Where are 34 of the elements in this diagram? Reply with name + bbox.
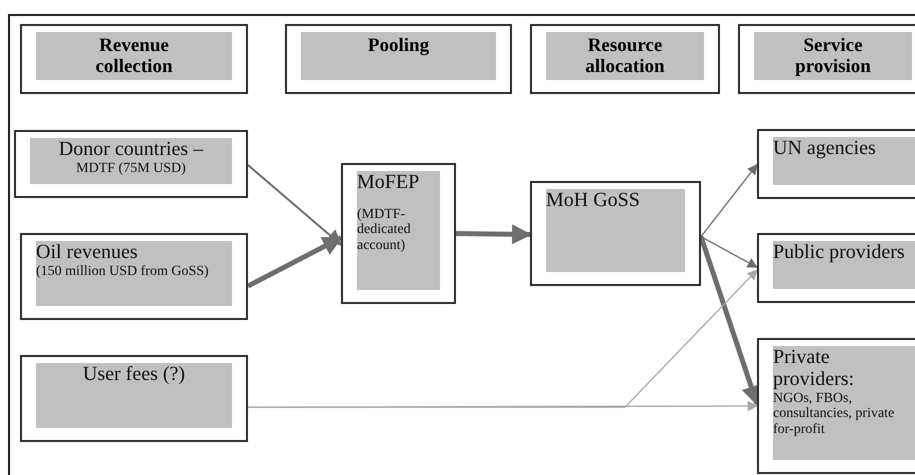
- stage-title: Pooling: [366, 36, 430, 57]
- arrow: [700, 164, 758, 238]
- node-detail: (MDTF-dedicated account): [357, 207, 412, 254]
- arrow: [246, 236, 343, 288]
- node-detail: MDTF (75M USD): [76, 161, 186, 176]
- node-title: UN agencies: [773, 137, 877, 159]
- node-title: Public providers: [773, 241, 906, 263]
- stage-header-box: [285, 24, 512, 94]
- node-detail: (150 million USD from GoSS): [36, 264, 210, 280]
- process-box: [20, 233, 248, 320]
- node-title: MoFEP: [357, 171, 420, 193]
- process-box: [757, 338, 915, 474]
- node-title: MoH GoSS: [546, 189, 641, 211]
- process-box: [757, 233, 915, 303]
- stage-header-box: [530, 24, 720, 94]
- node-title: Private providers:: [773, 346, 856, 390]
- arrow: [456, 224, 532, 244]
- arrow: [247, 164, 342, 246]
- arrow: [248, 269, 758, 408]
- node-title: Donor countries –: [58, 138, 204, 160]
- node-detail: NGOs, FBOs, consultancies, private for-profit: [773, 391, 896, 438]
- process-box: [341, 163, 456, 304]
- node-title: User fees (?): [82, 363, 186, 385]
- process-box: [20, 355, 248, 442]
- node-title: Oil revenues: [36, 241, 139, 263]
- process-box: [530, 181, 701, 286]
- stage-title: Service provision: [794, 36, 872, 78]
- stage-header-box: [20, 24, 248, 94]
- process-box: [757, 129, 915, 199]
- process-box: [14, 130, 248, 198]
- stage-title: Resource allocation: [584, 36, 666, 78]
- stage-header-box: [738, 24, 915, 94]
- arrow: [700, 236, 758, 268]
- stage-title: Revenue collection: [94, 36, 174, 78]
